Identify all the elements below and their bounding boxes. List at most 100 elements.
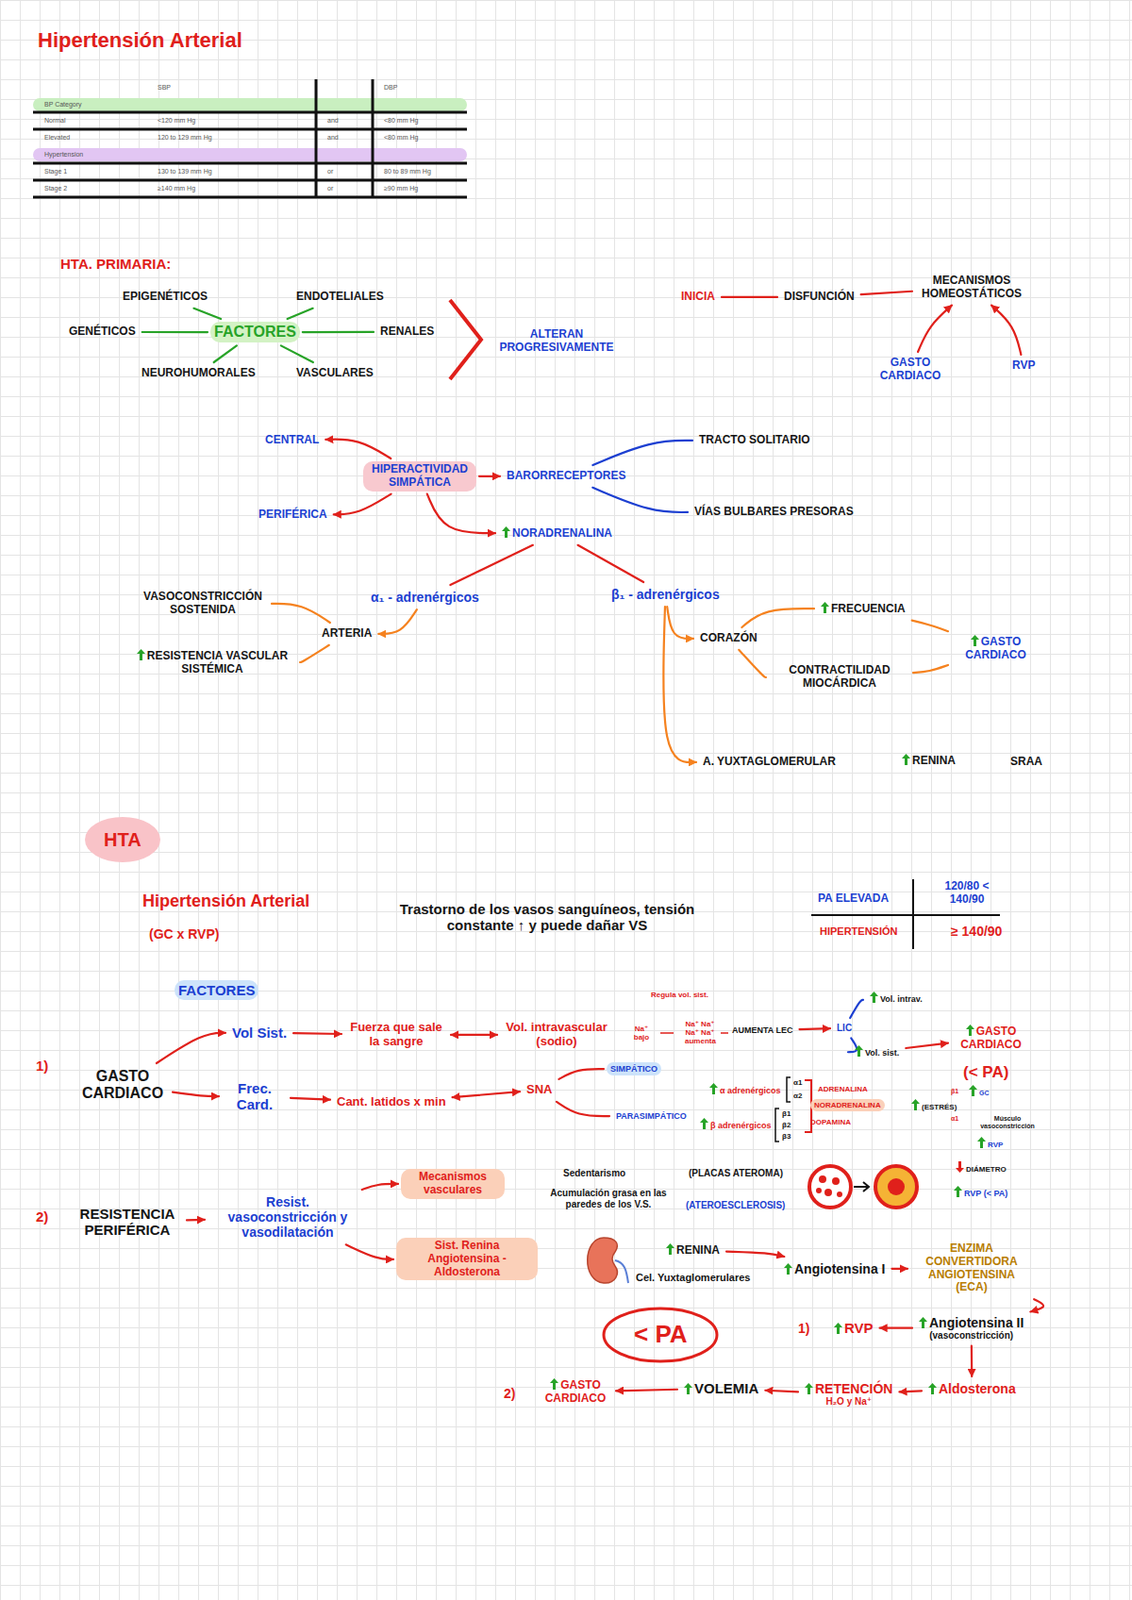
- text-line: AUMENTA LEC: [732, 1025, 794, 1035]
- concept-node: CENTRAL: [261, 432, 323, 450]
- label-text: RVP (< PA): [964, 1188, 1008, 1199]
- node-text: Vol. intrav.: [880, 994, 923, 1004]
- text-line: GASTO CARDIACO: [954, 1024, 1028, 1052]
- text-line: BARORRECEPTORES: [506, 469, 626, 483]
- label-text: β3: [782, 1132, 791, 1141]
- text-line: FACTORES: [178, 982, 255, 999]
- text-label: Hypertension: [42, 150, 85, 159]
- concept-node: α₁ - adrenérgicos: [366, 587, 483, 607]
- text-line: GASTO CARDIACO: [79, 1067, 167, 1103]
- label-text: Cel. Yuxtaglomerulares: [635, 1271, 750, 1283]
- connector: [450, 1033, 498, 1036]
- text-label: (ESTRÉS): [907, 1097, 961, 1114]
- node-text: SIMPÁTICO: [610, 1064, 658, 1074]
- label-text: 1): [35, 1057, 49, 1074]
- text-line: Vol Sist.: [232, 1024, 287, 1041]
- label-text: <80 mm Hg: [383, 116, 418, 124]
- concept-node: INICIA: [677, 288, 719, 306]
- concept-node: Mecanismos vasculares: [400, 1168, 505, 1199]
- text-line: Angiotensina II: [918, 1315, 1024, 1331]
- connector: [427, 494, 496, 534]
- connector: [726, 1251, 784, 1257]
- connector: [666, 606, 694, 639]
- node-text: CONTRACTILIDAD MIOCÁRDICA: [788, 663, 890, 690]
- text-label: (GC x RVP): [145, 924, 223, 944]
- concept-node: NEUROHUMORALES: [137, 365, 260, 383]
- arrow-shape: [869, 991, 879, 1003]
- text-label: <80 mm Hg: [382, 116, 420, 125]
- label-text: 80 to 89 mm Hg: [383, 167, 432, 175]
- text-line: TRACTO SOLITARIO: [699, 433, 811, 448]
- connector: [287, 308, 314, 319]
- node-text: Resist. vasoconstricción y vasodilatació…: [228, 1194, 349, 1240]
- arrow-shape: [683, 1382, 693, 1395]
- concept-node: VASOCONSTRICCIÓN SOSTENIDA: [136, 588, 269, 619]
- concept-node: VASCULARES: [292, 365, 378, 383]
- text-label: Normal: [42, 116, 68, 125]
- label-text: HTA: [103, 829, 142, 850]
- up-arrow: [911, 1098, 920, 1111]
- text-line: Sist. Renina Angiotensina - Aldosterona: [399, 1239, 534, 1279]
- up-arrow: [869, 991, 879, 1003]
- connector: [449, 545, 533, 585]
- label-text: (PLACAS ATEROMA): [688, 1167, 783, 1179]
- label-text: (GC x RVP): [149, 926, 219, 942]
- bracket: [449, 299, 482, 380]
- label-text: Hipertensión Arterial: [142, 891, 310, 911]
- node-text: Vol. intravascular (sodio): [505, 1019, 607, 1049]
- node-text: NORADRENALINA: [512, 526, 613, 540]
- concept-node: GASTO CARDIACO: [75, 1065, 170, 1105]
- connector: [592, 487, 688, 513]
- text-line: MECANISMOS HOMEOSTÁTICOS: [918, 274, 1025, 301]
- text-line: RENALES: [380, 325, 434, 339]
- node-text: Fuerza que sale la sangre: [349, 1019, 443, 1049]
- text-line: RENINA: [901, 753, 956, 768]
- connector: [293, 1032, 342, 1035]
- text-line: SRAA: [1010, 755, 1043, 769]
- arrow-shape: [709, 1082, 718, 1095]
- text-label: ≥140 mm Hg: [155, 184, 198, 193]
- concept-node: BARORRECEPTORES: [502, 467, 630, 485]
- node-text: (vasoconstricción): [929, 1330, 1014, 1341]
- kidney: [587, 1237, 618, 1283]
- title: Hipertensión Arterial: [33, 26, 247, 54]
- text-line: RETENCIÓN: [804, 1381, 893, 1397]
- label-text: (ESTRÉS): [921, 1102, 957, 1112]
- node-text: Angiotensina I: [794, 1261, 885, 1277]
- node-text: RESISTENCIA PERIFÉRICA: [80, 1205, 176, 1238]
- label-text: Hypertension: [44, 150, 84, 158]
- text-label: 1): [794, 1318, 814, 1338]
- text-label: GC: [965, 1082, 994, 1099]
- concept-node: RENINA: [662, 1241, 724, 1260]
- arrow-shape: [804, 1382, 814, 1395]
- text-line: NEUROHUMORALES: [141, 366, 256, 381]
- node-text: AUMENTA LEC: [732, 1025, 794, 1035]
- arrow-shape: [955, 1161, 965, 1173]
- label-text: or: [327, 167, 333, 175]
- concept-node: SRAA: [1006, 753, 1047, 771]
- concept-node: Cant. latidos x min: [332, 1093, 450, 1112]
- text-label: (< PA): [959, 1061, 1013, 1084]
- text-line: ENDOTELIALES: [296, 290, 384, 304]
- node-text: RESISTENCIA VASCULAR SISTÉMICA: [147, 649, 288, 676]
- table-rule: [33, 112, 467, 198]
- label-text: α2: [793, 1091, 802, 1100]
- cell: [836, 1191, 843, 1198]
- text-label: α adrenérgicos: [705, 1081, 785, 1098]
- arrow-shape: [783, 1263, 793, 1275]
- concept-node: Resist. vasoconstricción y vasodilatació…: [207, 1192, 368, 1242]
- concept-node: GASTO CARDIACO: [537, 1376, 614, 1408]
- text-line: SNA: [526, 1082, 552, 1098]
- text-label: β3: [778, 1130, 795, 1143]
- text-line: (vasoconstricción): [918, 1330, 1024, 1342]
- text-line: RVP: [1012, 359, 1035, 373]
- arrow-shape: [928, 1382, 937, 1395]
- concept-node: ENDOTELIALES: [292, 288, 388, 306]
- connector: [346, 1244, 394, 1260]
- connector: [172, 1092, 219, 1097]
- node-text: CENTRAL: [265, 432, 319, 447]
- text-line: RVP: [833, 1319, 874, 1336]
- up-arrow: [854, 1045, 864, 1057]
- connector: [578, 545, 645, 583]
- connector: [302, 331, 374, 333]
